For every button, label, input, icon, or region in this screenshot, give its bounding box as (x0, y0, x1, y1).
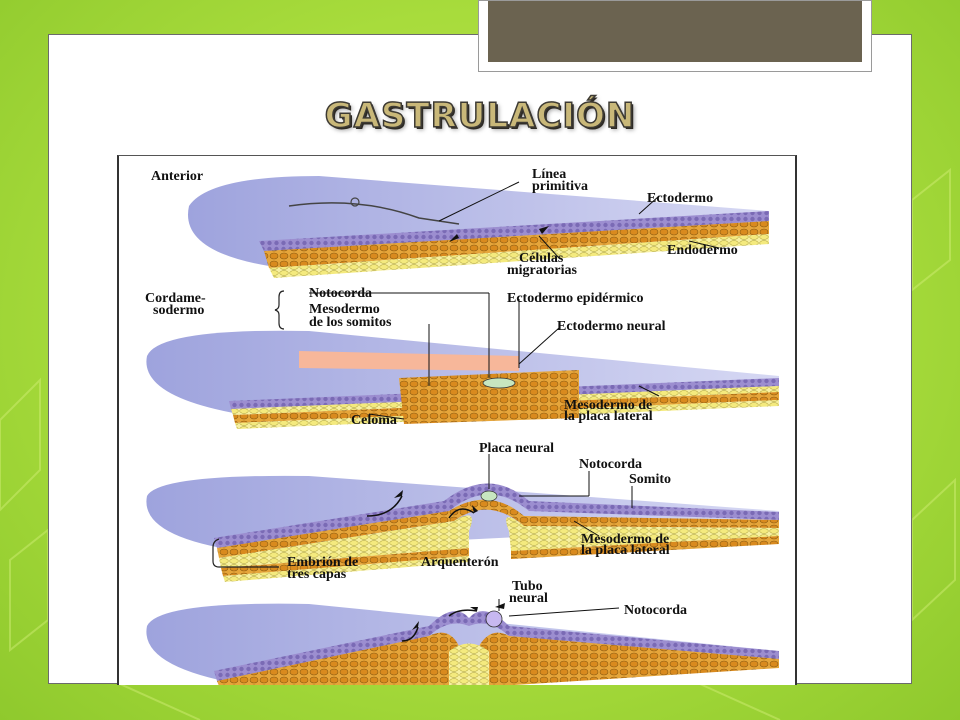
label-somito: Somito (629, 472, 671, 487)
label-tubo-2: neural (509, 591, 548, 606)
gastrulation-diagram: Anterior Línea primitiva Ectodermo Endod… (119, 156, 797, 685)
label-placa-neural: Placa neural (479, 441, 554, 456)
gastrulation-figure: Anterior Línea primitiva Ectodermo Endod… (117, 155, 797, 685)
label-mesodermo-somitos-2: de los somitos (309, 315, 392, 330)
header-tab (478, 0, 872, 72)
panel-2-chordamesoderm (146, 291, 779, 429)
label-linea-2: primitiva (532, 179, 588, 194)
label-mesodermo-placa-3b: la placa lateral (581, 543, 670, 558)
label-endodermo: Endodermo (667, 243, 738, 258)
label-cordame-2: sodermo (153, 303, 204, 318)
label-embrion-2: tres capas (287, 567, 347, 582)
header-tab-fill (488, 1, 862, 62)
label-anterior: Anterior (151, 169, 203, 184)
label-celoma: Celoma (351, 413, 397, 428)
slide-title: GASTRULACIÓN (48, 96, 912, 136)
label-celulas-2: migratorias (507, 263, 578, 278)
label-mesodermo-placa-2b: la placa lateral (564, 409, 653, 424)
label-notocorda-2: Notocorda (309, 286, 372, 301)
label-notocorda-3: Notocorda (579, 457, 642, 472)
label-arquenteron: Arquenterón (421, 555, 499, 570)
label-notocorda-4: Notocorda (624, 603, 687, 618)
label-ectodermo-epidermico: Ectodermo epidérmico (507, 291, 643, 306)
label-ectodermo: Ectodermo (647, 191, 713, 206)
label-ectodermo-neural: Ectodermo neural (557, 319, 666, 334)
